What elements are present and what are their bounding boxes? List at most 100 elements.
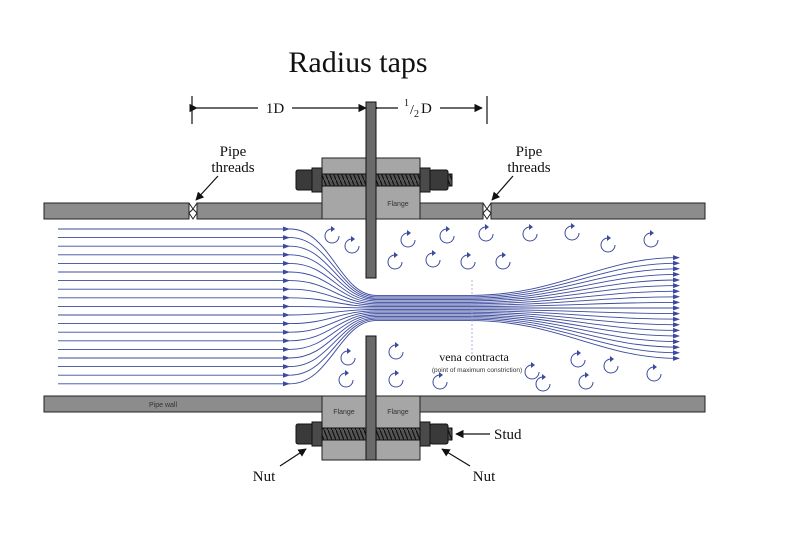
pipe-wall-label: Pipe wall [149,402,177,409]
eddy-swirl [570,352,586,368]
streamline-arrowhead [673,294,680,300]
eddy-swirl [646,366,662,382]
eddy-arrowhead [485,224,489,230]
eddy-arrowhead [331,226,335,232]
streamline-arrowhead [283,303,290,309]
eddy-swirl [388,344,404,360]
dimension-upstream-label: 1D [266,101,285,117]
eddy-arrowhead [395,342,399,348]
eddy-swirl [564,225,580,241]
eddy-swirl [324,228,340,244]
streamline [58,228,679,296]
dimension-downstream-sub: 2 [414,109,419,120]
eddy-swirl [425,252,441,268]
flange-bottom-left-label: Flange [333,409,355,416]
pipe-threads-right-label-2: threads [507,160,550,176]
eddy-swirl [338,372,354,388]
streamline-arrowhead [283,252,290,258]
eddy-arrowhead [467,252,471,258]
streamline-arrowhead [283,355,290,361]
streamline [58,317,679,368]
streamline-arrowhead [673,277,680,283]
eddy-swirl [535,376,551,392]
eddy-arrowhead [351,236,355,242]
eddy-swirl [344,238,360,254]
eddy-arrowhead [607,235,611,241]
eddy-swirl [643,232,659,248]
streamline [58,314,679,350]
dimension-downstream: 1 / 2 D [370,96,488,124]
streamline [58,271,679,303]
nut-right-label: Nut [473,469,496,485]
eddy-arrowhead [585,372,589,378]
streamline-arrowhead [673,271,680,277]
eddy-arrowhead [610,356,614,362]
eddy-swirl [460,254,476,270]
dimension-downstream-unit: D [421,101,432,117]
eddy-swirl [603,358,619,374]
streamline-arrowhead [673,355,680,361]
dimension-downstream-sup: 1 [404,98,409,109]
streamline [58,245,679,299]
eddy-arrowhead [650,230,654,236]
eddy-arrowhead [407,230,411,236]
streamline-arrowhead [283,372,290,378]
nut-left-label: Nut [253,469,276,485]
streamline-arrowhead [673,339,680,345]
streamline-arrowhead [283,235,290,241]
eddy-swirl [439,228,455,244]
eddy-arrowhead [577,350,581,356]
eddy-swirl [387,254,403,270]
vena-contracta-note: (point of maximum constriction) [432,367,522,374]
eddy-arrowhead [394,252,398,258]
streamline-arrowhead [283,269,290,275]
streamline-arrowhead [673,305,680,311]
streamline-arrowhead [283,338,290,344]
streamline [58,288,679,306]
eddy-arrowhead [531,362,535,368]
eddy-swirl [340,350,356,366]
eddy-arrowhead [542,374,546,380]
flange-bottom-right-label: Flange [387,409,409,416]
streamline-arrowhead [283,260,290,266]
streamline-arrowhead [283,278,290,284]
streamline [58,305,678,309]
eddy-swirls [324,223,662,392]
eddy-arrowhead [529,224,533,230]
streamline [58,313,679,342]
streamline-arrowhead [673,327,680,333]
streamline-arrowhead [283,286,290,292]
streamline-arrowhead [283,312,290,318]
stud-top [295,167,453,193]
streamline [58,320,679,385]
streamline-arrowhead [673,322,680,328]
streamline [58,262,679,302]
eddy-arrowhead [502,252,506,258]
svg-text:/: / [410,103,414,118]
eddy-swirl [524,364,540,380]
eddy-arrowhead [653,364,657,370]
streamline-arrowhead [283,295,290,301]
streamline-arrowhead [673,299,680,305]
streamline-arrowhead [283,243,290,249]
flange-top-label: Flange [387,201,409,208]
streamline [58,318,679,376]
streamline-arrowhead [673,255,680,261]
eddy-swirl [388,372,404,388]
streamline-arrowhead [673,316,680,322]
streamline-arrowhead [283,381,290,387]
streamline-arrowhead [673,350,680,356]
pipe-threads-left-label-2: threads [211,160,254,176]
streamline-arrowhead [673,266,680,272]
streamline-arrowhead [283,346,290,352]
flow-streamlines [58,226,680,387]
eddy-arrowhead [439,372,443,378]
pipe-threads-left-label-1: Pipe [220,144,247,160]
streamline [58,254,679,301]
streamline [58,280,679,305]
streamline-arrowhead [283,329,290,335]
eddy-arrowhead [347,348,351,354]
streamline-arrowhead [283,364,290,370]
